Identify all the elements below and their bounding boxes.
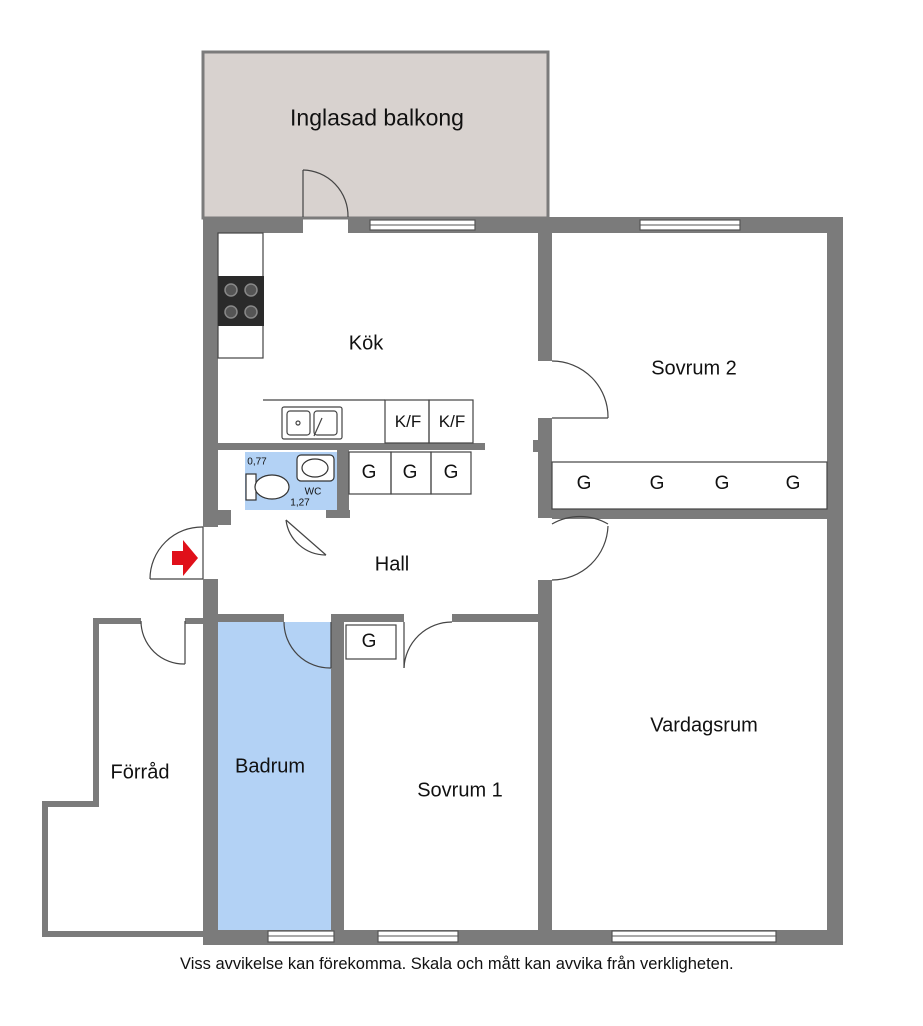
balcony-area <box>201 50 550 220</box>
room-label-storage: Förråd <box>110 761 170 784</box>
wardrobe-label: G <box>361 462 377 483</box>
room-label-bathroom: Badrum <box>234 755 306 778</box>
room-label-living: Vardagsrum <box>650 714 758 737</box>
kitchen-counter <box>217 232 474 444</box>
room-label-balcony: Inglasad balkong <box>290 104 464 131</box>
windows <box>267 219 777 943</box>
wardrobe-label: G <box>649 473 665 494</box>
fridge-freezer-label: K/F <box>438 412 466 431</box>
wardrobe-label: G <box>443 462 459 483</box>
doors <box>140 169 609 669</box>
room-label-bedroom-1: Sovrum 1 <box>417 779 503 802</box>
wardrobe-label: G <box>714 473 730 494</box>
wardrobe-label: G <box>402 462 418 483</box>
wc-fixtures <box>245 454 335 501</box>
room-label-kitchen: Kök <box>348 332 384 355</box>
wardrobe-label: G <box>785 473 801 494</box>
wardrobes <box>345 451 828 660</box>
stove <box>218 276 264 326</box>
disclaimer-text: Viss avvikelse kan förekomma. Skala och … <box>180 955 734 973</box>
entrance-arrow <box>172 540 198 576</box>
bathroom-fill <box>216 622 334 930</box>
sink <box>281 406 343 440</box>
wardrobe-label: G <box>361 631 377 652</box>
room-label-hall: Hall <box>374 553 410 576</box>
stove-burners <box>224 283 258 319</box>
fridge-freezer-label: K/F <box>394 412 422 431</box>
window-panes <box>268 224 776 937</box>
storage-outline <box>42 618 203 937</box>
interior-walls <box>203 233 843 945</box>
room-label-bedroom-2: Sovrum 2 <box>651 357 737 380</box>
wardrobe-label: G <box>576 473 592 494</box>
wc-label: WC <box>304 486 322 498</box>
wc-depth-label: 1,27 <box>290 497 310 509</box>
wc-width-label: 0,77 <box>247 456 267 468</box>
